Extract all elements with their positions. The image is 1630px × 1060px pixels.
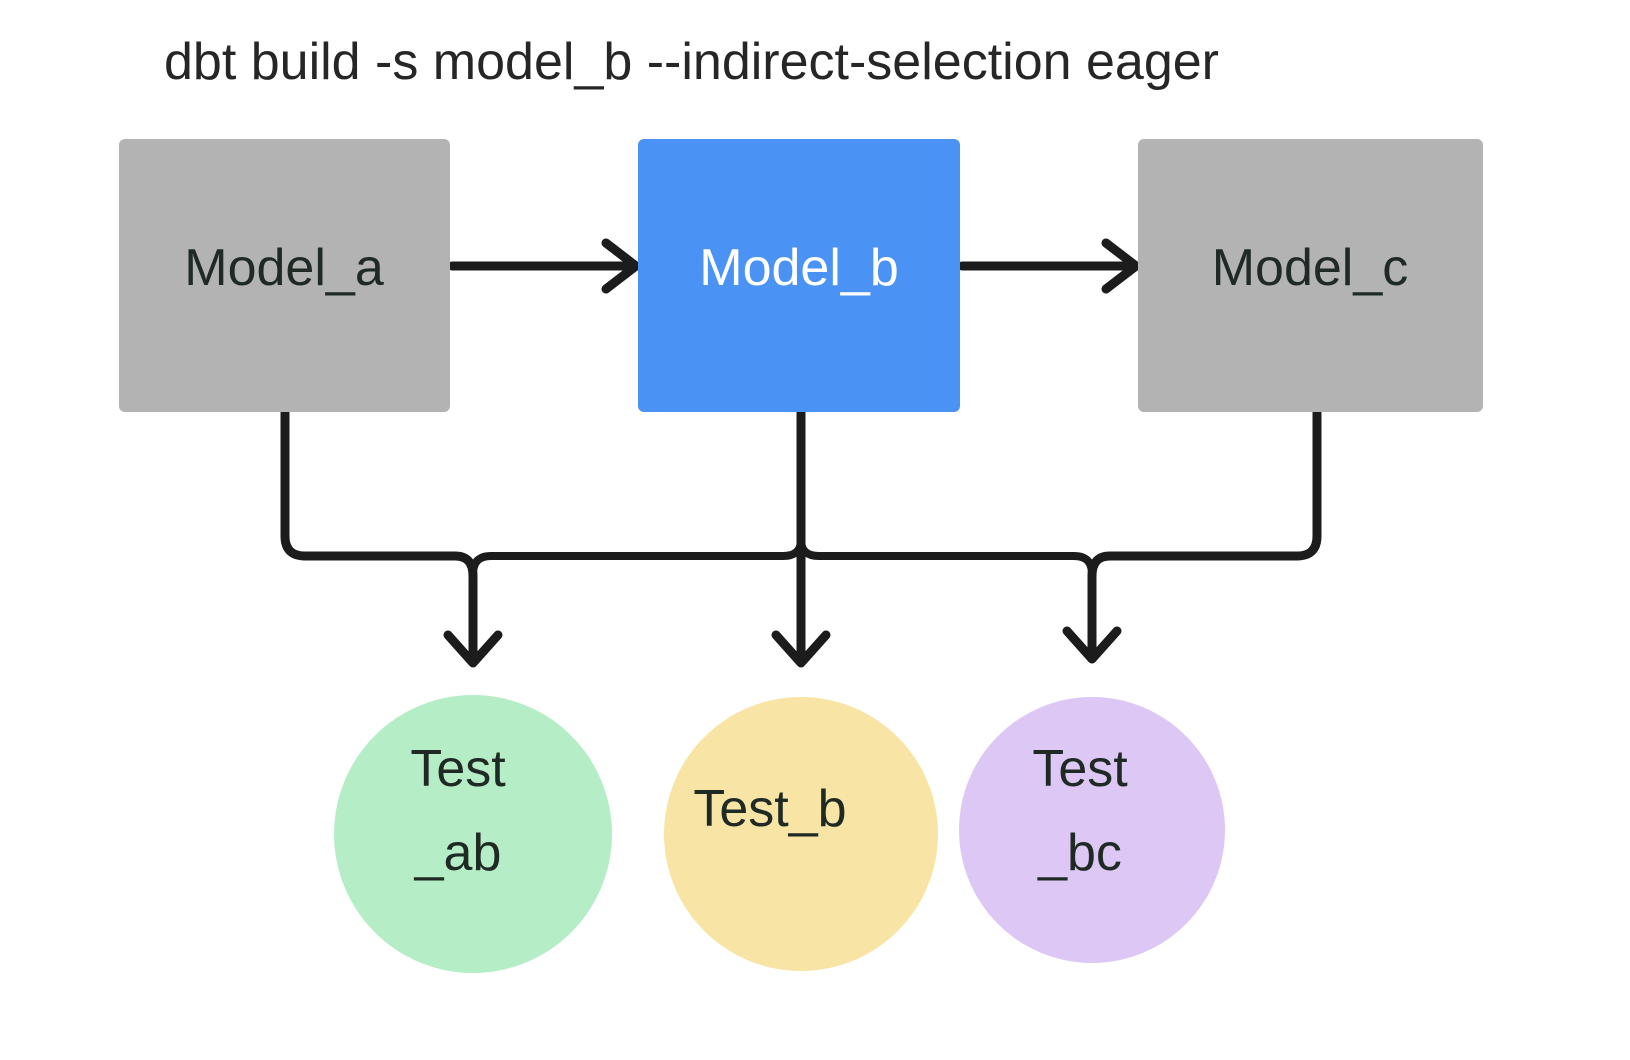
arrow-head-icon: [771, 630, 831, 668]
page-title: dbt build -s model_b --indirect-selectio…: [164, 33, 1219, 91]
node-shape-rect[interactable]: [638, 139, 960, 412]
node-label-line2: _bc: [1037, 824, 1122, 882]
edge-model-a-to-test-ab: [280, 407, 503, 668]
node-label: Model_a: [184, 239, 384, 297]
edge-model-b-to-test-ab: [469, 408, 805, 578]
model-node-layer: Model_a Model_b Model_c: [119, 139, 1483, 412]
node-model-a[interactable]: Model_a: [119, 139, 450, 412]
node-test-b[interactable]: Test_b: [664, 697, 938, 971]
node-shape-circle[interactable]: [959, 697, 1225, 963]
node-label-line1: Test_b: [693, 780, 846, 838]
edge-model-c-to-test-bc: [1062, 407, 1322, 664]
edge-line: [797, 408, 1096, 578]
node-test-ab[interactable]: Test _ab: [334, 695, 612, 973]
node-shape-rect[interactable]: [119, 139, 450, 412]
node-test-bc[interactable]: Test _bc: [959, 697, 1225, 963]
edge-layer: [280, 238, 1322, 668]
edge-line: [1087, 407, 1322, 661]
edge-model-b-to-test-bc: [797, 408, 1096, 578]
arrow-head-icon: [1062, 626, 1122, 664]
edge-model-a-to-model-b: [447, 238, 641, 294]
node-model-c[interactable]: Model_c: [1138, 139, 1483, 412]
node-shape-circle[interactable]: [334, 695, 612, 973]
node-label-line1: Test: [1032, 740, 1128, 798]
node-label-line2: _ab: [414, 824, 502, 882]
edge-line: [469, 408, 805, 578]
edge-model-b-to-model-c: [957, 238, 1141, 294]
arrow-head-icon: [601, 238, 641, 294]
edge-line: [280, 407, 478, 665]
node-label: Model_c: [1212, 239, 1409, 297]
test-node-layer: Test _ab Test_b Test _bc: [334, 695, 1225, 973]
node-label-line1: Test: [410, 740, 506, 798]
node-model-b[interactable]: Model_b: [638, 139, 960, 412]
arrow-head-icon: [1101, 238, 1141, 294]
node-shape-rect[interactable]: [1138, 139, 1483, 412]
node-shape-circle[interactable]: [664, 697, 938, 971]
node-label: Model_b: [699, 239, 898, 297]
arrow-head-icon: [443, 630, 503, 668]
